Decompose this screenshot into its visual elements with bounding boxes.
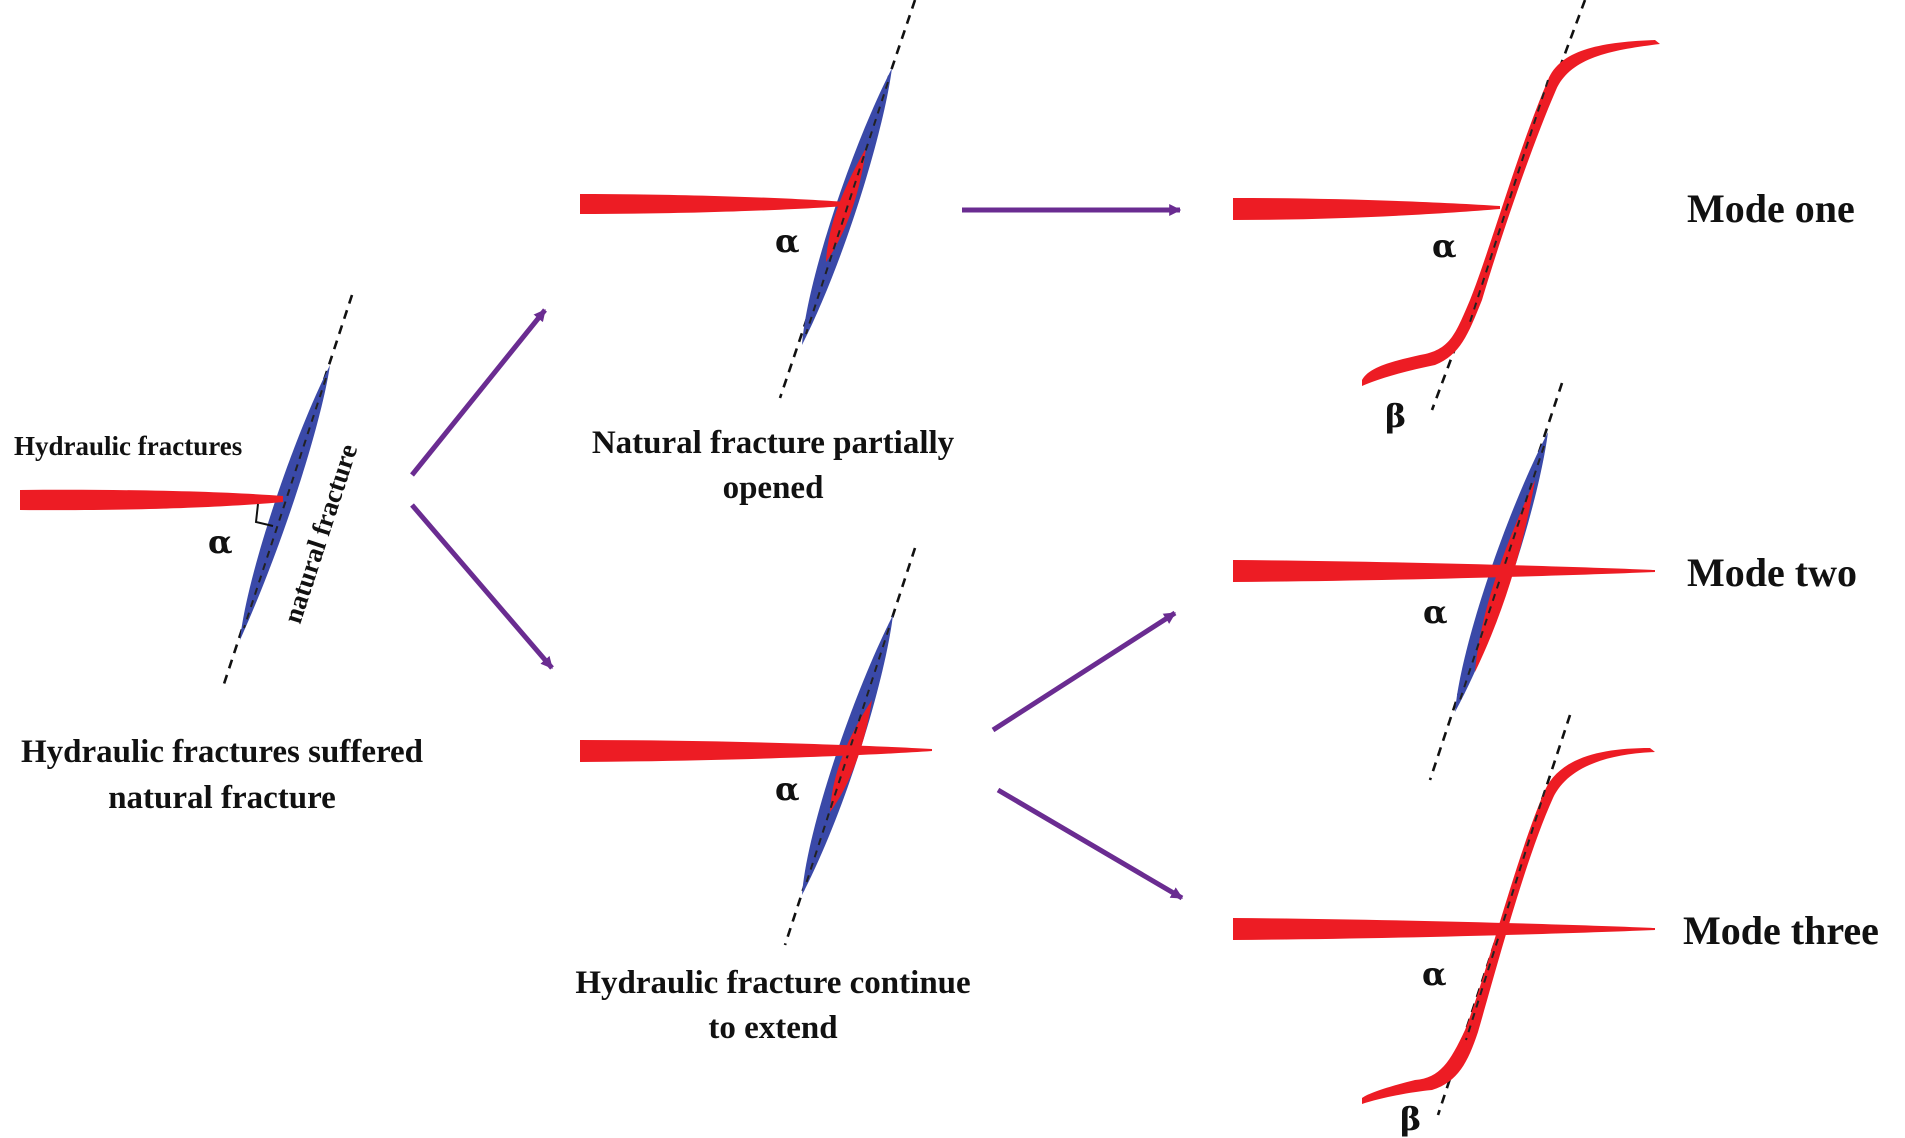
- mode-three-group: α β Mode three: [1233, 714, 1879, 1138]
- stage1-caption-line2: natural fracture: [108, 780, 336, 816]
- arrow-to-mode-two: [991, 610, 1177, 733]
- stage1-group: Hydraulic fractures natural fracture α H…: [14, 294, 423, 816]
- alpha-symbol-mode-three: α: [1422, 955, 1447, 993]
- mode-three-label: Mode three: [1683, 908, 1879, 953]
- alpha-symbol-mode-two: α: [1423, 593, 1448, 631]
- mode-one-group: α β Mode one: [1233, 0, 1855, 435]
- mode-two-group: α Mode two: [1233, 382, 1857, 781]
- arrow-to-mode-three: [996, 787, 1184, 901]
- hydraulic-fracture-stage2-bottom: [580, 740, 932, 762]
- hydraulic-fracture-mode-two: [1233, 560, 1655, 582]
- alpha-symbol-mode-one: α: [1432, 227, 1457, 265]
- stage2-top-caption-line2: opened: [723, 470, 824, 506]
- natural-fracture-inner-dash: [1465, 789, 1546, 1041]
- alpha-symbol-stage1: α: [208, 523, 233, 561]
- hydraulic-fracture-stage1: [20, 489, 283, 511]
- mode-two-label: Mode two: [1687, 550, 1857, 595]
- alpha-symbol-stage2-top: α: [775, 222, 800, 260]
- arrow-to-continue-extend: [410, 503, 554, 670]
- stage1-caption-line1: Hydraulic fractures suffered: [21, 734, 423, 770]
- stage2-bottom-group: α Hydraulic fracture continue to extend: [575, 547, 971, 1046]
- stage2-bottom-caption-line1: Hydraulic fracture continue: [575, 965, 970, 1001]
- stage2-bottom-caption-line2: to extend: [708, 1010, 837, 1046]
- beta-symbol-mode-one: β: [1385, 397, 1406, 435]
- arrow-to-partially-opened: [410, 308, 547, 477]
- hydraulic-fracture-stage2-top: [580, 194, 846, 214]
- stage2-top-caption-line1: Natural fracture partially: [592, 425, 955, 461]
- hydraulic-fracture-mode-one: [1233, 198, 1500, 220]
- natural-fracture-inner-dash: [805, 81, 889, 335]
- alpha-symbol-stage2-bottom: α: [775, 770, 800, 808]
- crossing-red-segment: [830, 700, 872, 812]
- beta-symbol-mode-three: β: [1400, 1100, 1421, 1138]
- natural-fracture-trace-line: [220, 294, 354, 691]
- natural-fracture-inner-dash: [1469, 79, 1549, 323]
- natural-fracture-inner-dash: [805, 627, 890, 885]
- mode-one-label: Mode one: [1687, 186, 1855, 231]
- stage2-top-group: α Natural fracture partially opened: [580, 0, 955, 506]
- natural-fracture-inner-dash: [243, 377, 327, 629]
- hydraulic-fracture-mode-three: [1233, 918, 1655, 940]
- right-angle-marker: [254, 503, 274, 527]
- hydraulic-fractures-label: Hydraulic fractures: [14, 431, 242, 461]
